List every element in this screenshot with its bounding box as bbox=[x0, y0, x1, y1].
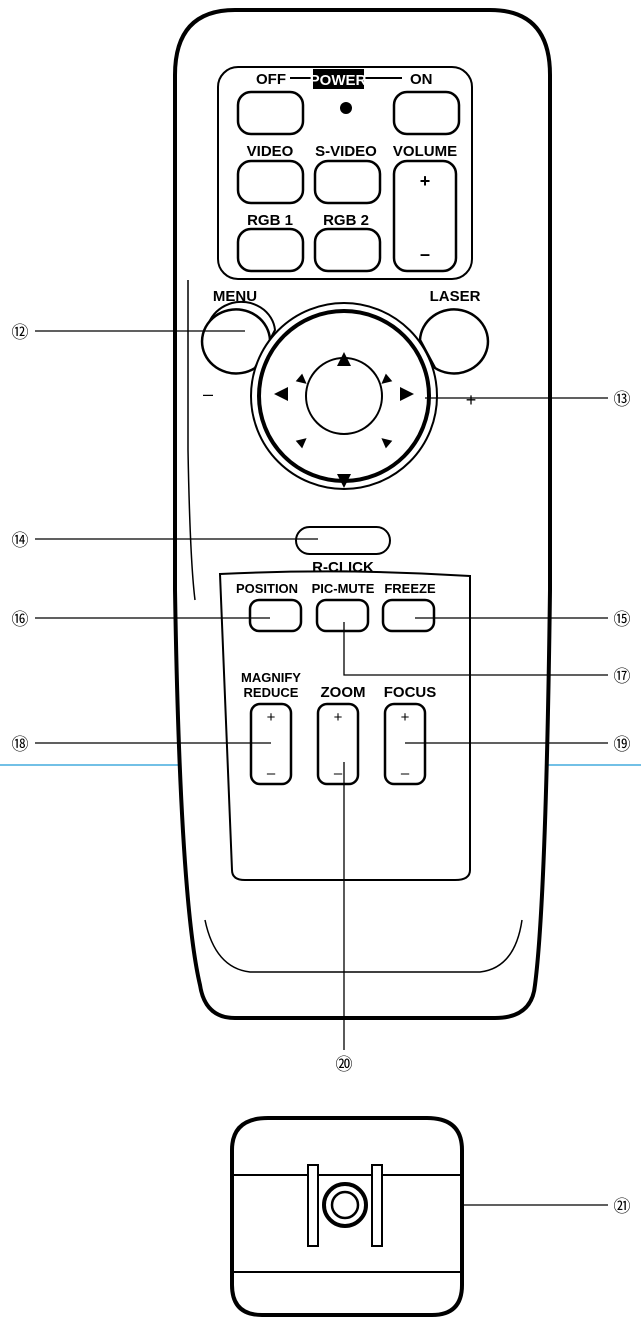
arrow-up-right-icon[interactable] bbox=[378, 373, 393, 388]
callout-21: ㉑ bbox=[614, 1197, 631, 1216]
focus-minus-label: – bbox=[401, 765, 410, 782]
volume-minus-label: – bbox=[420, 244, 430, 264]
pic-mute-label: PIC-MUTE bbox=[312, 581, 375, 596]
freeze-button[interactable] bbox=[381, 598, 436, 633]
arrow-up-left-icon[interactable] bbox=[295, 373, 310, 388]
zoom-label: ZOOM bbox=[321, 684, 366, 701]
callout-12: ⑫ bbox=[12, 323, 29, 342]
pic-mute-button[interactable] bbox=[315, 598, 370, 633]
power-on-label: ON bbox=[410, 71, 433, 88]
remote-inner-contour bbox=[187, 280, 196, 601]
reduce-label: REDUCE bbox=[244, 685, 299, 700]
position-button[interactable] bbox=[248, 598, 303, 633]
rgb2-button[interactable] bbox=[313, 227, 382, 273]
dpad-plus-label: + bbox=[466, 390, 477, 410]
rgb1-label: RGB 1 bbox=[247, 212, 293, 229]
magnify-plus-label: + bbox=[267, 709, 276, 726]
callout-17: ⑰ bbox=[614, 667, 631, 686]
callout-16: ⑯ bbox=[12, 610, 29, 629]
arrow-down-left-icon[interactable] bbox=[295, 434, 310, 449]
arrow-down-icon[interactable] bbox=[337, 474, 351, 488]
freeze-label: FREEZE bbox=[384, 581, 436, 596]
arrow-right-icon[interactable] bbox=[400, 387, 414, 401]
zoom-button[interactable] bbox=[316, 702, 360, 786]
video-button[interactable] bbox=[236, 159, 305, 205]
svideo-label: S-VIDEO bbox=[315, 143, 377, 160]
volume-button[interactable] bbox=[392, 159, 458, 273]
rgb1-button[interactable] bbox=[236, 227, 305, 273]
remote-jack-inner bbox=[330, 1190, 360, 1220]
focus-label: FOCUS bbox=[384, 684, 437, 701]
callout-lines bbox=[35, 330, 608, 1206]
magnify-label: MAGNIFY bbox=[241, 670, 301, 685]
volume-plus-label: + bbox=[420, 171, 431, 191]
laser-button[interactable] bbox=[418, 308, 490, 375]
callout-20: ⑳ bbox=[336, 1055, 353, 1074]
magnify-minus-label: – bbox=[267, 765, 276, 782]
laser-label: LASER bbox=[430, 288, 481, 305]
callout-14: ⑭ bbox=[12, 531, 29, 550]
arrow-left-icon[interactable] bbox=[274, 387, 288, 401]
magnify-reduce-button[interactable] bbox=[249, 702, 293, 786]
power-indicator-led bbox=[340, 102, 352, 114]
position-label: POSITION bbox=[236, 581, 298, 596]
zoom-minus-label: – bbox=[334, 765, 343, 782]
power-label-box bbox=[313, 69, 364, 89]
focus-button[interactable] bbox=[383, 702, 427, 786]
arrow-down-right-icon[interactable] bbox=[378, 434, 393, 449]
volume-label: VOLUME bbox=[393, 143, 457, 160]
power-on-button[interactable] bbox=[392, 90, 461, 136]
callout-19: ⑲ bbox=[614, 735, 631, 754]
r-click-button[interactable] bbox=[295, 526, 391, 555]
arrow-up-icon[interactable] bbox=[337, 352, 351, 366]
power-label: POWER bbox=[310, 72, 367, 89]
callout-15: ⑮ bbox=[614, 610, 631, 629]
rgb2-label: RGB 2 bbox=[323, 212, 369, 229]
focus-plus-label: + bbox=[401, 709, 410, 726]
video-label: VIDEO bbox=[247, 143, 294, 160]
dpad-minus-label: – bbox=[203, 384, 213, 404]
dpad-center-button[interactable] bbox=[305, 357, 383, 435]
power-off-label: OFF bbox=[256, 71, 286, 88]
callout-18: ⑱ bbox=[12, 735, 29, 754]
svideo-button[interactable] bbox=[313, 159, 382, 205]
menu-button-shape[interactable] bbox=[200, 308, 272, 375]
zoom-plus-label: + bbox=[334, 709, 343, 726]
callout-13: ⑬ bbox=[614, 390, 631, 409]
menu-label: MENU bbox=[213, 288, 257, 305]
remote-bottom-band bbox=[204, 919, 523, 973]
power-off-button[interactable] bbox=[236, 90, 305, 136]
